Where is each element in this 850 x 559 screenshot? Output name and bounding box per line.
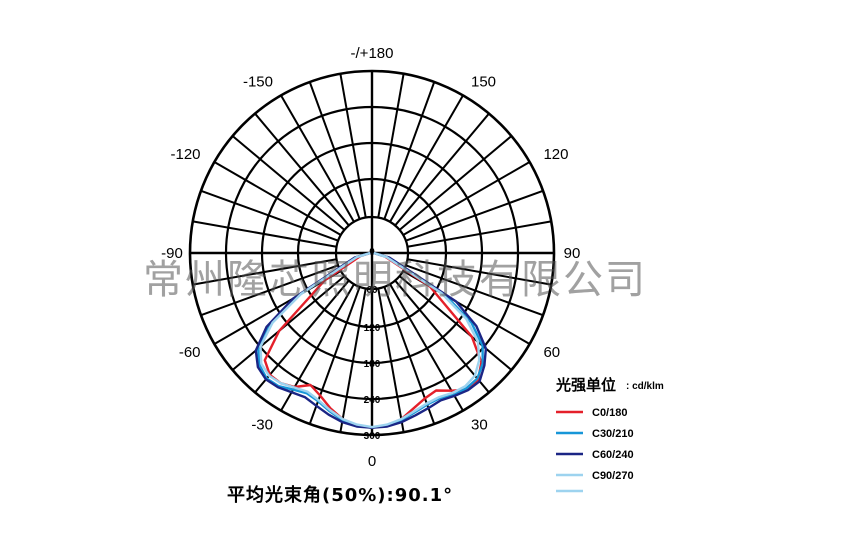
grid-spoke-300 [213,270,342,345]
angle-labels: -/+180 150 -150 120 -120 90 -90 60 -60 30 -30 0 [161,45,580,470]
radial-label-5: 300 [364,431,381,442]
legend-title: 光强单位 [555,376,616,394]
grid-spoke-290 [200,264,339,317]
grid-spoke-100 [407,220,552,248]
legend-unit: : cd/klm [626,381,664,392]
grid-spoke-20 [383,286,436,425]
legend: 光强单位 : cd/klm C0/180C30/210C60/240C90/27… [555,376,664,493]
grid-spoke-210 [280,94,355,223]
grid-spoke-340 [308,286,361,425]
grid-spoke-190 [339,73,367,218]
grid-spoke-140 [394,112,490,227]
angle-label-9: 30 [471,416,488,433]
radial-label-4: 240 [364,395,381,406]
beam-angle-text: 平均光束角(50%):90.1° [227,484,453,506]
grid-spoke-310 [231,275,346,371]
grid-spoke-40 [394,279,490,394]
legend-label-2: C60/240 [592,449,634,461]
grid-spoke-160 [383,81,436,220]
angle-label-7: 60 [543,344,560,361]
grid-spoke-80 [407,258,552,286]
grid-spoke-350 [339,288,367,433]
radial-label-2: 120 [364,323,381,334]
legend-label-3: C90/270 [592,470,634,482]
grid-spoke-170 [377,73,405,218]
grid-spoke-150 [389,94,464,223]
polar-grid [188,69,556,437]
angle-label-0: -/+180 [351,45,394,62]
radial-label-3: 180 [364,359,381,370]
angle-label-11: 0 [368,453,376,470]
grid-spoke-220 [254,112,350,227]
company-watermark: 常州隆芯照明科技有限公司 [143,257,647,303]
grid-spoke-230 [231,135,346,231]
radial-label-0: 0 [369,247,375,258]
angle-label-5: 90 [564,245,581,262]
grid-spoke-50 [398,275,513,371]
angle-label-1: 150 [471,74,496,91]
legend-label-0: C0/180 [592,407,627,419]
angle-label-4: -120 [170,146,200,163]
angle-label-8: -60 [179,344,201,361]
grid-spoke-200 [308,81,361,220]
grid-spoke-260 [192,220,337,248]
radial-labels: 0 60 120 180 240 300 [364,247,381,442]
curve-C90-270 [259,251,481,429]
grid-spoke-70 [405,264,544,317]
legend-label-1: C30/210 [592,428,634,440]
angle-label-6: -90 [161,245,183,262]
grid-spoke-120 [402,161,531,236]
grid-spoke-130 [398,135,513,231]
grid-spoke-250 [200,189,339,242]
intensity-curves [254,251,488,429]
radial-label-1: 60 [366,285,378,296]
angle-label-3: 120 [543,146,568,163]
grid-spoke-240 [213,161,342,236]
angle-label-2: -150 [243,74,273,91]
grid-spoke-280 [192,258,337,286]
angle-label-10: -30 [251,416,273,433]
grid-spoke-110 [405,189,544,242]
grid-spoke-10 [377,288,405,433]
